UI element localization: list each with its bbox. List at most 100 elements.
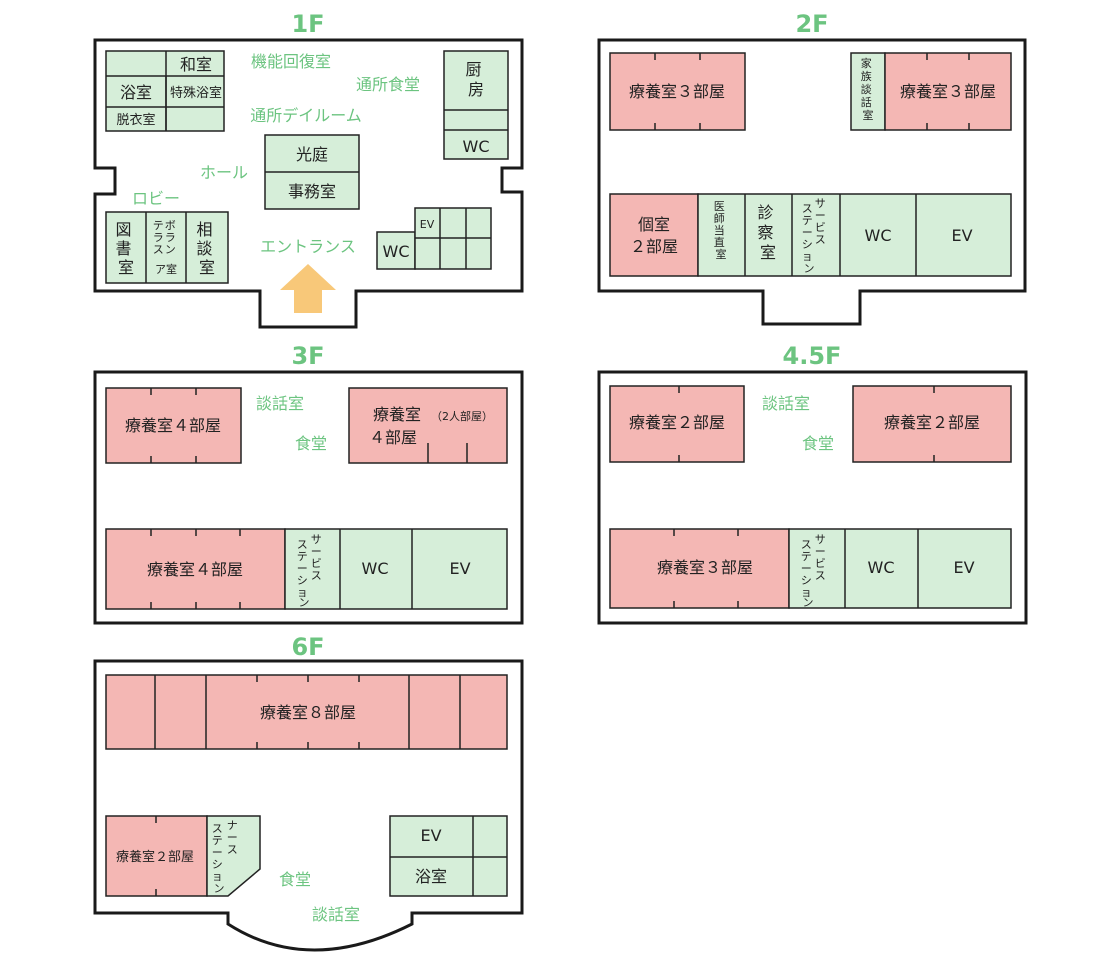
room-service-2f: サ ー ビ ス ス テ ー シ ョ ン	[802, 197, 830, 275]
room-service-line: ビ	[815, 221, 826, 234]
area-entrance: エントランス	[260, 237, 356, 256]
room-wc-kitchen: WC	[463, 137, 490, 156]
room-ryoyo-45f-b: 療養室３部屋	[657, 558, 753, 577]
room-wc-1f: WC	[383, 242, 410, 261]
room-service-line: テ	[297, 550, 308, 563]
nurse-station-6f	[206, 815, 261, 897]
room-service-line: シ	[801, 574, 812, 587]
room-nurse-line: ョ	[212, 870, 223, 883]
service-block-2f	[697, 193, 1012, 277]
room-shinsatsu-line: 診	[757, 203, 773, 222]
room-terrace-line: テ	[153, 219, 164, 232]
room-shinsatsu-line: 察	[757, 223, 773, 242]
room-ryoyo-3f-tl: 療養室４部屋	[125, 416, 221, 435]
floor-2f: 2F 療養室３部屋 家 族 談 話 室 療養室３部屋 個室 ２部屋 医 師 当	[597, 10, 1027, 326]
ryoyo-6f-top	[105, 674, 508, 750]
room-ryoyo-45f-tl: 療養室２部屋	[629, 413, 725, 432]
room-nurse-line: ー	[227, 831, 238, 844]
room-sodanshitsu-line: 室	[199, 258, 215, 277]
room-kazoku-line: 室	[863, 108, 874, 122]
room-service-line: シ	[297, 574, 308, 587]
room-service-line: ス	[802, 202, 813, 215]
room-kazoku-line: 話	[861, 95, 872, 109]
room-nurse-line: テ	[212, 834, 223, 847]
floor-45f: 4.5F 療養室２部屋 療養室２部屋 談話室 食堂 療養室３部屋 サ ー ビ ス…	[597, 342, 1028, 625]
room-datsuishitsu: 脱衣室	[116, 112, 155, 128]
service-block-45f	[788, 528, 1012, 609]
area-lobby: ロビー	[132, 189, 180, 208]
room-ryoyo-3f-tr-2: ４部屋	[369, 428, 417, 447]
room-toshoshitsu-line: 図	[115, 220, 131, 239]
room-ryoyo-3f-bl: 療養室４部屋	[147, 560, 243, 579]
room-service-line: ス	[815, 233, 826, 246]
room-sodanshitsu-line: 談	[196, 239, 212, 258]
floor-2f-title: 2F	[795, 10, 828, 38]
room-kazoku-line: 族	[861, 69, 872, 83]
ryoyo-2f-right	[884, 52, 1012, 131]
room-ev-3f: EV	[449, 559, 470, 578]
room-service-line: ス	[815, 569, 826, 582]
room-shinsatsu: 診 察 室	[757, 203, 778, 262]
room-terrace-line: ラ	[165, 231, 176, 244]
room-ryoyo-2f-right: 療養室３部屋	[900, 82, 996, 101]
room-service-line: ス	[311, 569, 322, 582]
room-toshoshitsu-line: 室	[118, 258, 134, 277]
ryoyo-3f-bl	[105, 528, 286, 610]
room-sodanshitsu-line: 相	[196, 220, 212, 239]
floor-1f-title: 1F	[291, 10, 324, 38]
room-terrace-line: ス	[153, 243, 164, 256]
area-shokudo-45f: 食堂	[802, 434, 834, 453]
service-block-3f	[284, 528, 508, 610]
room-nurse-line: ス	[227, 843, 238, 856]
room-service-line: テ	[801, 550, 812, 563]
room-terrace-line: ア室	[155, 262, 177, 276]
room-nurse: ナ ー ス ス テ ー シ ョ ン	[212, 819, 242, 895]
room-nurse-line: シ	[212, 858, 223, 871]
room-service-line: ョ	[802, 250, 813, 263]
room-ryoyo-3f-tr-note: （2人部屋）	[431, 409, 493, 423]
library-block	[105, 211, 229, 284]
floor-6f-title: 6F	[291, 633, 324, 661]
floor-3f: 3F 療養室４部屋 療養室 （2人部屋） ４部屋 談話室 食堂 療養室４部屋 サ…	[93, 342, 524, 625]
room-ryoyo-6f-top: 療養室８部屋	[260, 703, 356, 722]
wc-1f	[376, 231, 416, 270]
room-kazoku-line: 談	[861, 82, 872, 96]
room-ishi: 医 師 当 直 室	[714, 200, 729, 261]
area-shokudo-6f: 食堂	[279, 870, 311, 889]
room-ryoyo-6f-left: 療養室２部屋	[116, 849, 194, 865]
room-ryoyo-2f-left: 療養室３部屋	[629, 82, 725, 101]
ev-bath-block-6f	[389, 815, 508, 897]
area-hall: ホール	[200, 163, 248, 182]
room-service-line: ス	[297, 538, 308, 551]
room-ev-2f: EV	[951, 226, 972, 245]
room-tokushu-yokushitsu: 特殊浴室	[170, 85, 222, 101]
floor-45f-title: 4.5F	[783, 342, 842, 370]
room-terrace-line: ラ	[153, 231, 164, 244]
room-ishi-line: 医	[714, 200, 725, 213]
room-kazoku-line: 家	[861, 56, 872, 70]
room-chubo: 厨 房	[465, 60, 486, 99]
room-kazoku: 家 族 談 話 室	[861, 56, 876, 122]
room-terrace-line: ン	[165, 243, 176, 256]
room-ev-45f: EV	[953, 558, 974, 577]
room-chubo-line: 房	[468, 80, 484, 99]
room-chubo-line: 厨	[465, 60, 481, 79]
room-service-line: ョ	[801, 586, 812, 599]
room-ishi-line: 室	[716, 247, 727, 261]
room-yokushitsu-6f: 浴室	[415, 867, 447, 886]
ryoyo-45f-tr	[852, 385, 1012, 463]
entrance-arrow-icon	[280, 264, 336, 313]
room-nurse-line: ナ	[227, 819, 238, 832]
room-ishi-line: 直	[714, 235, 725, 249]
room-service-line: シ	[802, 238, 813, 251]
area-tsusho-dayroom: 通所デイルーム	[250, 106, 362, 125]
area-danwa-6f: 談話室	[312, 905, 360, 924]
room-service-line: ビ	[311, 557, 322, 570]
room-toshoshitsu: 図 書 室	[115, 220, 136, 277]
room-wc-3f: WC	[362, 559, 389, 578]
room-service-45f: サ ー ビ ス ス テ ー シ ョ ン	[801, 533, 830, 609]
bath-block	[105, 50, 225, 132]
room-service-3f: サ ー ビ ス ス テ ー シ ョ ン	[297, 533, 326, 609]
room-service-line: ン	[803, 596, 814, 609]
